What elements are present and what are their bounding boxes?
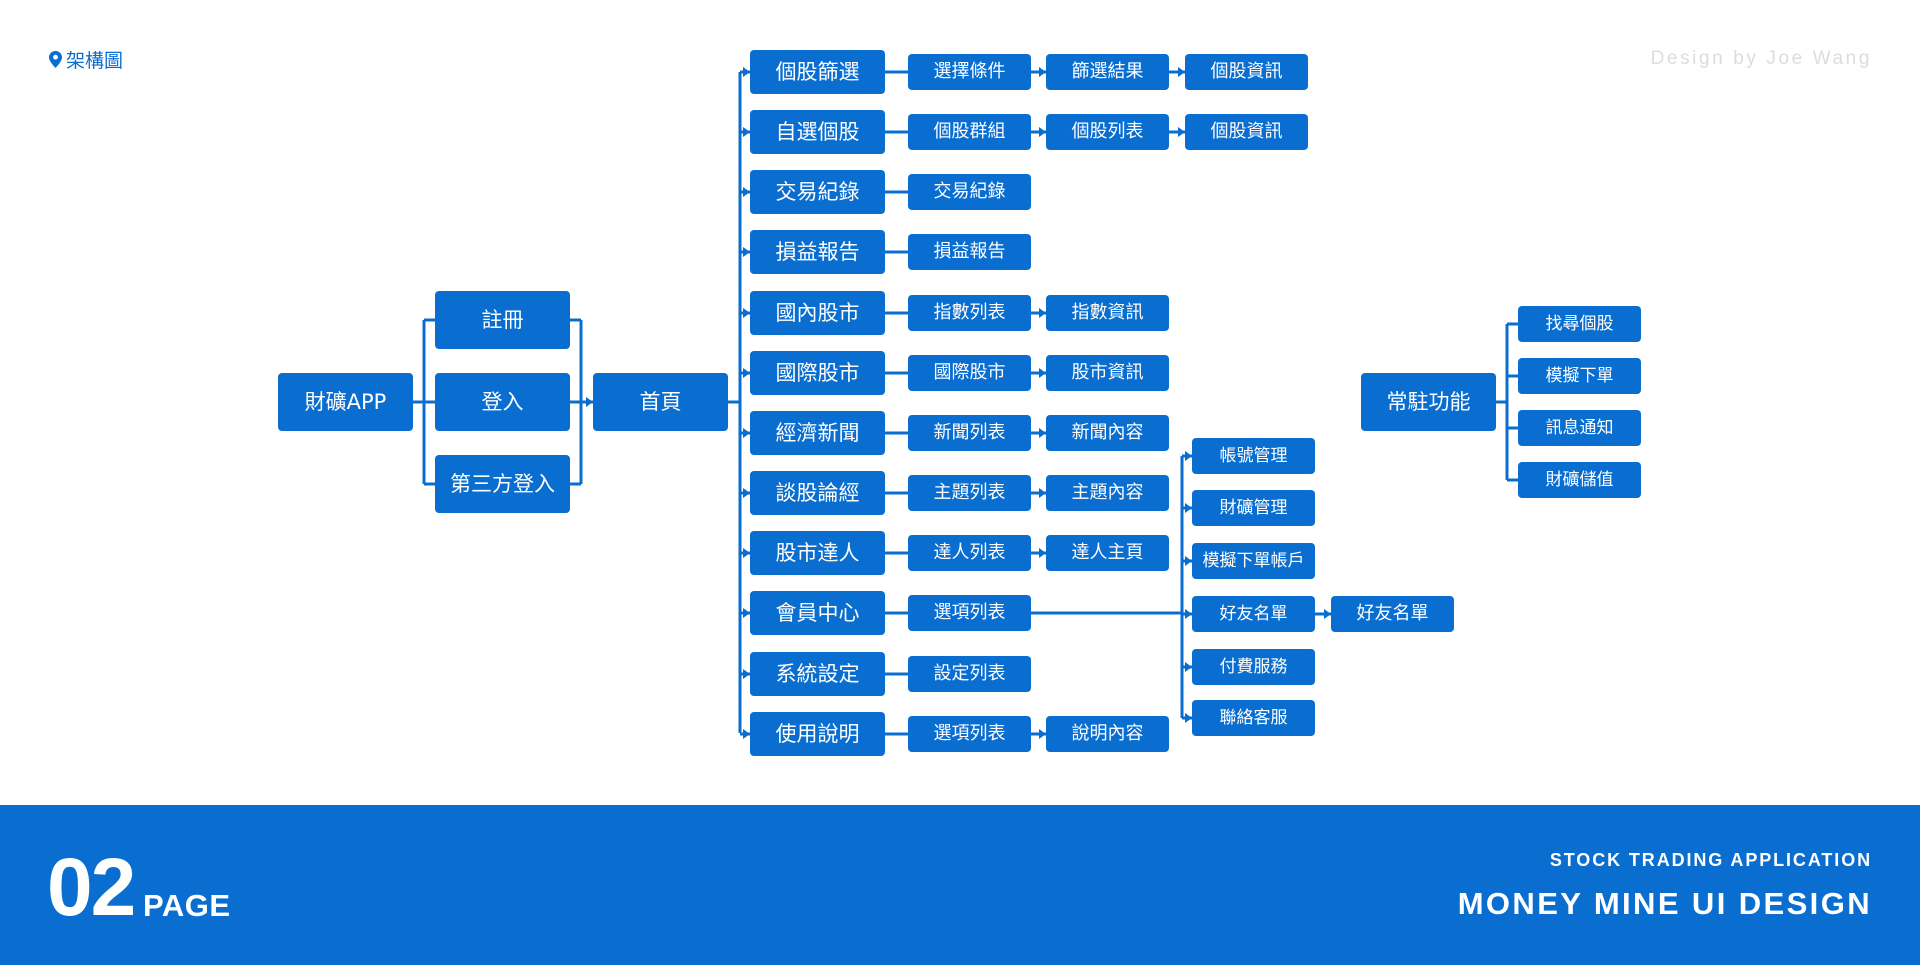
- section-node: 會員中心: [750, 591, 885, 635]
- auth-node: 登入: [435, 373, 570, 431]
- section-child-node: 選項列表: [908, 595, 1031, 631]
- arrow-head: [743, 729, 750, 739]
- member-option-node: 財礦管理: [1192, 490, 1315, 526]
- section-node: 個股篩選: [750, 50, 885, 94]
- section-child-node: 損益報告: [908, 234, 1031, 270]
- arrow-head: [743, 428, 750, 438]
- section-child-node: 個股列表: [1046, 114, 1169, 150]
- connector-lines: [413, 67, 1518, 739]
- auth-node: 第三方登入: [435, 455, 570, 513]
- arrow-head: [743, 669, 750, 679]
- section-node: 談股論經: [750, 471, 885, 515]
- section-child-node: 新聞內容: [1046, 415, 1169, 451]
- section-child-node: 選擇條件: [908, 54, 1031, 90]
- arrow-head: [743, 488, 750, 498]
- section-node: 自選個股: [750, 110, 885, 154]
- footer-title: MONEY MINE UI DESIGN: [1457, 886, 1872, 921]
- arrow-head: [743, 187, 750, 197]
- arrow-head: [1324, 609, 1331, 619]
- arrow-head: [743, 308, 750, 318]
- arrow-head: [743, 608, 750, 618]
- diagram-label-text: 架構圖: [66, 50, 124, 72]
- member-option-node: 聯絡客服: [1192, 700, 1315, 736]
- arrow-head: [1039, 67, 1046, 77]
- arrow-head: [1039, 368, 1046, 378]
- persistent-item-node: 找尋個股: [1518, 306, 1641, 342]
- section-child-node: 選項列表: [908, 716, 1031, 752]
- arrow-head: [586, 397, 593, 407]
- footer-subtitle: STOCK TRADING APPLICATION: [1549, 850, 1872, 870]
- section-child-node: 交易紀錄: [908, 174, 1031, 210]
- arrow-head: [1039, 729, 1046, 739]
- section-child-node: 指數列表: [908, 295, 1031, 331]
- member-option-node: 付費服務: [1192, 649, 1315, 685]
- arrow-head: [1178, 67, 1185, 77]
- home-node: 首頁: [593, 373, 728, 431]
- arrow-head: [743, 247, 750, 257]
- arrow-head: [1039, 548, 1046, 558]
- arrow-head: [743, 127, 750, 137]
- diagram-label: 架構圖: [49, 46, 123, 73]
- section-child-node: 個股資訊: [1185, 54, 1308, 90]
- section-child-node: 指數資訊: [1046, 295, 1169, 331]
- persistent-item-node: 訊息通知: [1518, 410, 1641, 446]
- section-child-node: 達人列表: [908, 535, 1031, 571]
- section-node: 經濟新聞: [750, 411, 885, 455]
- arrow-head: [1039, 308, 1046, 318]
- section-node: 交易紀錄: [750, 170, 885, 214]
- section-node: 國內股市: [750, 291, 885, 335]
- section-child-node: 達人主頁: [1046, 535, 1169, 571]
- arrow-head: [1185, 556, 1192, 566]
- member-option-node: 帳號管理: [1192, 438, 1315, 474]
- section-node: 使用說明: [750, 712, 885, 756]
- section-node: 損益報告: [750, 230, 885, 274]
- section-child-node: 新聞列表: [908, 415, 1031, 451]
- persistent-item-node: 財礦儲值: [1518, 462, 1641, 498]
- arrow-head: [743, 548, 750, 558]
- arrow-head: [1039, 127, 1046, 137]
- section-child-node: 主題內容: [1046, 475, 1169, 511]
- section-child-node: 國際股市: [908, 355, 1031, 391]
- arrow-head: [743, 368, 750, 378]
- page-number: 02: [47, 842, 136, 933]
- page-word: PAGE: [143, 888, 231, 923]
- persistent-node: 常駐功能: [1361, 373, 1496, 431]
- section-child-node: 篩選結果: [1046, 54, 1169, 90]
- member-option-node: 模擬下單帳戶: [1192, 543, 1315, 579]
- section-node: 系統設定: [750, 652, 885, 696]
- section-node: 國際股市: [750, 351, 885, 395]
- arrow-head: [1185, 503, 1192, 513]
- friend-detail-node: 好友名單: [1331, 596, 1454, 632]
- persistent-item-node: 模擬下單: [1518, 358, 1641, 394]
- section-node: 股市達人: [750, 531, 885, 575]
- section-child-node: 主題列表: [908, 475, 1031, 511]
- arrow-head: [1185, 662, 1192, 672]
- arrow-head: [743, 67, 750, 77]
- arrow-head: [1185, 713, 1192, 723]
- location-pin-icon: [49, 51, 62, 68]
- section-child-node: 個股群組: [908, 114, 1031, 150]
- arrow-head: [1039, 488, 1046, 498]
- auth-node: 註冊: [435, 291, 570, 349]
- section-child-node: 個股資訊: [1185, 114, 1308, 150]
- arrow-head: [1185, 609, 1192, 619]
- footer-banner: 02 PAGE STOCK TRADING APPLICATION MONEY …: [0, 805, 1920, 965]
- root-node: 財礦APP: [278, 373, 413, 431]
- arrow-head: [1039, 428, 1046, 438]
- designer-credit: Design by Joe Wang: [1650, 48, 1872, 69]
- arrow-head: [1185, 451, 1192, 461]
- arrow-head: [1178, 127, 1185, 137]
- section-child-node: 設定列表: [908, 656, 1031, 692]
- member-option-node: 好友名單: [1192, 596, 1315, 632]
- section-child-node: 說明內容: [1046, 716, 1169, 752]
- section-child-node: 股市資訊: [1046, 355, 1169, 391]
